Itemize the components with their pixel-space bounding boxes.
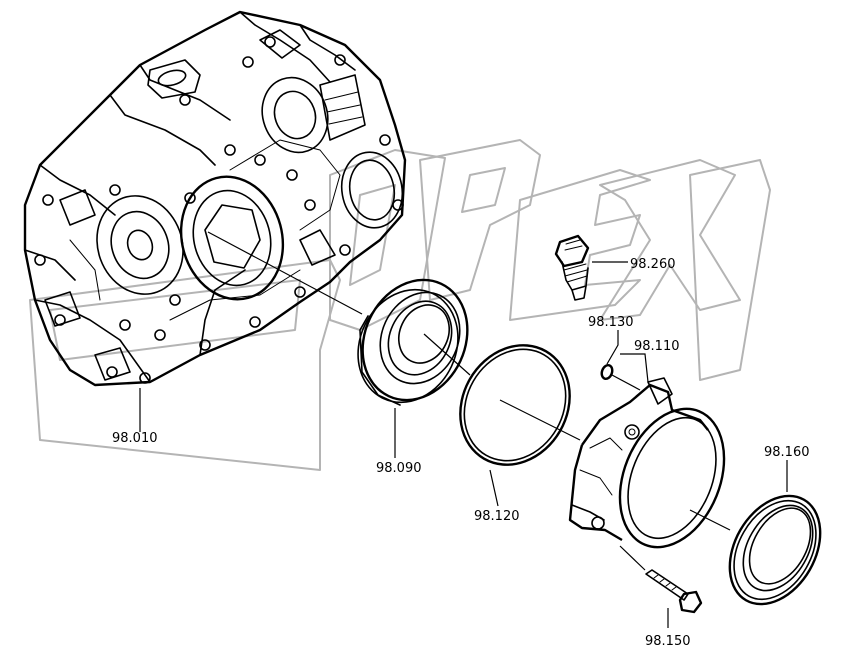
bolt — [645, 569, 703, 614]
watermark-logo — [29, 139, 771, 471]
part-label-98.150: 98.150 — [645, 634, 691, 649]
o-ring — [459, 344, 571, 466]
bearing-cover — [568, 377, 726, 549]
part-labels: 98.010 98.090 98.120 98.130 98.110 98.16… — [112, 257, 810, 649]
part-label-98.160: 98.160 — [764, 445, 810, 460]
part-label-98.260: 98.260 — [630, 257, 676, 272]
sensor — [554, 234, 590, 301]
part-label-98.130: 98.130 — [588, 315, 634, 330]
part-label-98.010: 98.010 — [112, 431, 158, 446]
part-label-98.090: 98.090 — [376, 461, 422, 476]
part-label-98.120: 98.120 — [474, 509, 520, 524]
ball-bearing — [357, 278, 469, 406]
part-label-98.110: 98.110 — [634, 339, 680, 354]
small-ring — [600, 364, 614, 380]
leader-lines — [139, 231, 788, 628]
shaft-seal — [728, 494, 822, 606]
transmission-housing — [23, 10, 407, 387]
